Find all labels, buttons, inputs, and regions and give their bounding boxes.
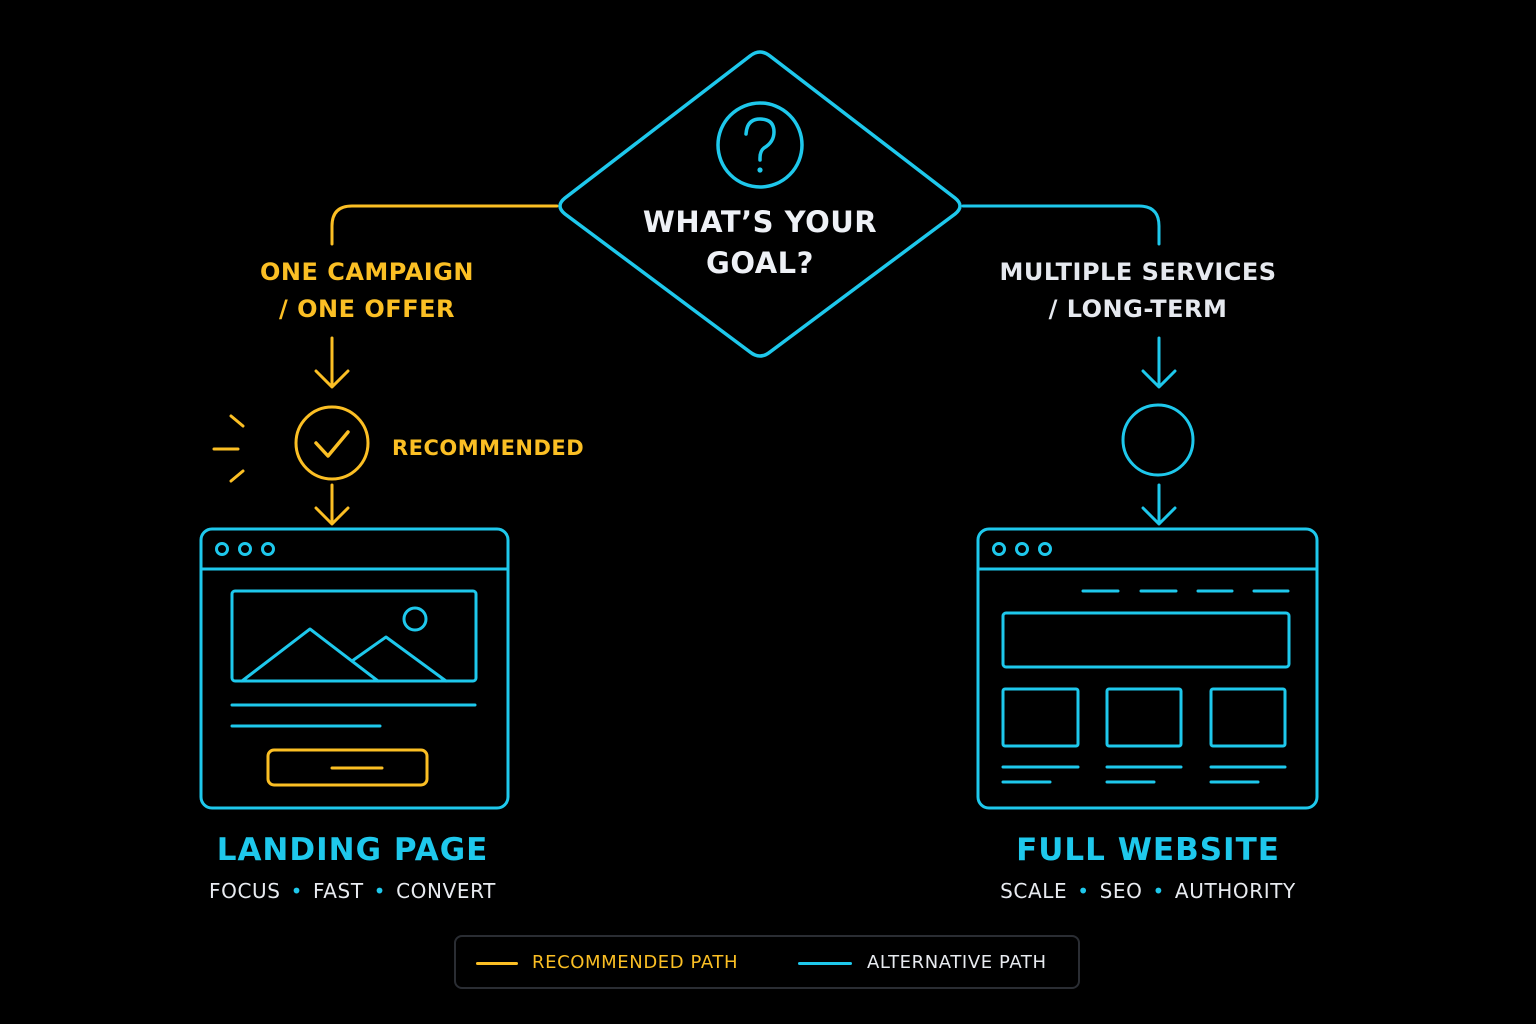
full-website-title: FULL WEBSITE [1016, 832, 1280, 868]
separator-dot: • [1152, 879, 1165, 903]
left-arrow-down-icon [314, 336, 350, 389]
right-connector [961, 204, 1161, 246]
landing-page-cta-button-icon [266, 748, 429, 787]
decision-title-line-1: WHAT’S YOUR [642, 205, 878, 239]
right-arrow-down-icon-2 [1141, 483, 1177, 526]
full-website-traits: SCALE • SEO • AUTHORITY [958, 879, 1338, 903]
question-circle-icon [716, 101, 804, 189]
right-arrow-down-icon [1141, 336, 1177, 389]
left-condition-line-1: ONE CAMPAIGN [260, 258, 474, 286]
empty-circle-icon [1121, 403, 1195, 477]
right-condition-line-2: / LONG-TERM [1048, 295, 1228, 323]
legend-recommended-label: RECOMMENDED PATH [532, 952, 739, 973]
decision-title-line-2: GOAL? [706, 246, 814, 280]
recommended-label: RECOMMENDED [392, 436, 585, 460]
sparkle-icon [212, 414, 245, 483]
decision-diamond [558, 50, 962, 358]
check-circle-icon [294, 405, 370, 481]
decision-question: WHAT’S YOUR GOAL? [610, 202, 910, 284]
trait-fast: FAST [313, 879, 364, 903]
full-website-wireframe-icon [976, 527, 1319, 810]
separator-dot: • [290, 879, 303, 903]
right-branch-condition: MULTIPLE SERVICES / LONG-TERM [978, 254, 1298, 328]
landing-page-traits: FOCUS • FAST • CONVERT [170, 879, 535, 903]
left-arrow-down-icon-2 [314, 483, 350, 526]
right-condition-line-1: MULTIPLE SERVICES [999, 258, 1277, 286]
left-connector [330, 204, 559, 246]
left-branch-condition: ONE CAMPAIGN / ONE OFFER [212, 254, 522, 328]
trait-seo: SEO [1099, 879, 1143, 903]
trait-authority: AUTHORITY [1174, 879, 1296, 903]
legend: RECOMMENDED PATH ALTERNATIVE PATH [454, 935, 1080, 989]
landing-page-wireframe-icon [199, 527, 510, 810]
legend-alternative-label: ALTERNATIVE PATH [867, 952, 1047, 973]
left-condition-line-2: / ONE OFFER [279, 295, 455, 323]
legend-alternative-swatch [798, 962, 852, 965]
trait-focus: FOCUS [209, 879, 281, 903]
legend-recommended-swatch [476, 962, 518, 965]
separator-dot: • [373, 879, 387, 903]
separator-dot: • [1077, 879, 1090, 903]
landing-page-title: LANDING PAGE [216, 832, 489, 868]
trait-scale: SCALE [1000, 879, 1068, 903]
trait-convert: CONVERT [396, 879, 496, 903]
